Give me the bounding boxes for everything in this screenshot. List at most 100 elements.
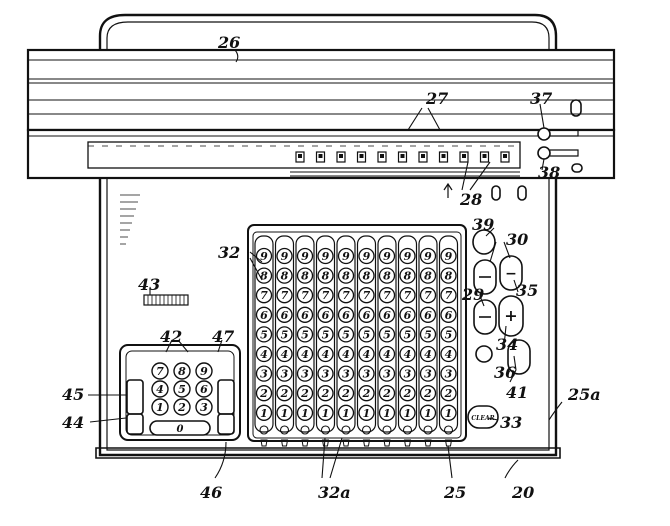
ten-key-button[interactable] bbox=[195, 398, 213, 416]
digit-key[interactable] bbox=[399, 326, 416, 343]
digit-key[interactable] bbox=[399, 404, 416, 421]
digit-key[interactable] bbox=[337, 345, 355, 363]
left-bar-lower[interactable] bbox=[126, 413, 144, 435]
digit-key[interactable] bbox=[296, 404, 314, 421]
digit-key[interactable] bbox=[419, 267, 437, 284]
digit-key[interactable] bbox=[399, 345, 416, 363]
clear-key[interactable] bbox=[341, 425, 351, 435]
ten-key-button[interactable] bbox=[173, 398, 191, 416]
digit-key[interactable] bbox=[399, 247, 416, 265]
digit-key[interactable] bbox=[399, 306, 416, 323]
ten-key-button[interactable] bbox=[151, 380, 169, 398]
digit-key[interactable] bbox=[296, 306, 314, 323]
digit-key[interactable] bbox=[419, 247, 437, 265]
clear-key[interactable] bbox=[423, 425, 433, 435]
digit-key[interactable] bbox=[358, 365, 375, 382]
digit-key[interactable] bbox=[440, 306, 457, 323]
digit-key[interactable] bbox=[440, 287, 457, 304]
digit-key[interactable] bbox=[337, 385, 355, 402]
digit-key[interactable] bbox=[378, 345, 396, 363]
ten-key-button[interactable] bbox=[173, 380, 191, 398]
digit-key[interactable] bbox=[419, 345, 437, 363]
bar-33-key[interactable] bbox=[467, 405, 499, 429]
digit-key[interactable] bbox=[255, 365, 273, 382]
digit-key[interactable] bbox=[255, 267, 273, 284]
clear-key[interactable] bbox=[443, 425, 454, 435]
left-bar-upper[interactable] bbox=[126, 379, 144, 415]
digit-key[interactable] bbox=[358, 247, 375, 265]
digit-key[interactable] bbox=[440, 267, 457, 284]
digit-key[interactable] bbox=[358, 385, 375, 402]
small-dial-icon[interactable] bbox=[475, 345, 493, 363]
digit-key[interactable] bbox=[378, 326, 396, 343]
digit-key[interactable] bbox=[317, 404, 334, 421]
digit-key[interactable] bbox=[317, 365, 334, 382]
bar-36-key[interactable] bbox=[507, 339, 531, 375]
plus-bar-key[interactable] bbox=[498, 295, 524, 337]
digit-key[interactable] bbox=[399, 267, 416, 284]
ten-key-button[interactable] bbox=[173, 362, 191, 380]
digit-key[interactable] bbox=[337, 287, 355, 304]
upper-knob-icon[interactable] bbox=[537, 127, 551, 141]
digit-key[interactable] bbox=[378, 267, 396, 284]
digit-key[interactable] bbox=[337, 306, 355, 323]
digit-key[interactable] bbox=[419, 306, 437, 323]
digit-key[interactable] bbox=[296, 385, 314, 402]
digit-key[interactable] bbox=[255, 247, 273, 265]
digit-key[interactable] bbox=[358, 306, 375, 323]
digit-key[interactable] bbox=[440, 385, 457, 402]
zero-key[interactable] bbox=[149, 420, 211, 436]
digit-key[interactable] bbox=[317, 385, 334, 402]
digit-key[interactable] bbox=[296, 267, 314, 284]
carriage-lever-icon[interactable] bbox=[570, 99, 582, 117]
digit-key[interactable] bbox=[276, 404, 293, 421]
digit-key[interactable] bbox=[358, 345, 375, 363]
digit-key[interactable] bbox=[358, 267, 375, 284]
digit-key[interactable] bbox=[378, 247, 396, 265]
digit-key[interactable] bbox=[255, 287, 273, 304]
digit-key[interactable] bbox=[337, 247, 355, 265]
digit-key[interactable] bbox=[337, 365, 355, 382]
right-bar-upper[interactable] bbox=[217, 379, 235, 415]
digit-key[interactable] bbox=[296, 365, 314, 382]
digit-key[interactable] bbox=[296, 326, 314, 343]
digit-key[interactable] bbox=[276, 365, 293, 382]
digit-key[interactable] bbox=[296, 247, 314, 265]
digit-key[interactable] bbox=[276, 345, 293, 363]
clear-key[interactable] bbox=[361, 425, 372, 435]
digit-key[interactable] bbox=[419, 385, 437, 402]
digit-key[interactable] bbox=[378, 385, 396, 402]
right-bar-lower[interactable] bbox=[217, 413, 235, 435]
digit-key[interactable] bbox=[276, 267, 293, 284]
digit-key[interactable] bbox=[337, 404, 355, 421]
digit-key[interactable] bbox=[317, 247, 334, 265]
digit-key[interactable] bbox=[440, 345, 457, 363]
digit-key[interactable] bbox=[358, 326, 375, 343]
digit-key[interactable] bbox=[399, 365, 416, 382]
digit-key[interactable] bbox=[255, 345, 273, 363]
digit-key[interactable] bbox=[317, 326, 334, 343]
digit-key[interactable] bbox=[440, 404, 457, 421]
digit-key[interactable] bbox=[296, 287, 314, 304]
digit-key[interactable] bbox=[255, 326, 273, 343]
digit-key[interactable] bbox=[440, 326, 457, 343]
digit-key[interactable] bbox=[419, 326, 437, 343]
digit-key[interactable] bbox=[358, 404, 375, 421]
clear-key[interactable] bbox=[279, 425, 290, 435]
digit-key[interactable] bbox=[399, 287, 416, 304]
clear-key[interactable] bbox=[259, 425, 269, 435]
lower-knob-icon[interactable] bbox=[537, 146, 551, 160]
digit-key[interactable] bbox=[399, 385, 416, 402]
clear-key[interactable] bbox=[382, 425, 392, 435]
bar-29-key[interactable] bbox=[473, 299, 497, 335]
digit-key[interactable] bbox=[296, 345, 314, 363]
digit-key[interactable] bbox=[337, 267, 355, 284]
digit-key[interactable] bbox=[255, 306, 273, 323]
ten-key-button[interactable] bbox=[151, 362, 169, 380]
minus-bar-key[interactable] bbox=[499, 255, 523, 291]
ten-key-button[interactable] bbox=[195, 362, 213, 380]
bar-39-key[interactable] bbox=[472, 229, 496, 255]
digit-key[interactable] bbox=[317, 306, 334, 323]
digit-key[interactable] bbox=[276, 326, 293, 343]
bar-30-key[interactable] bbox=[473, 259, 497, 295]
